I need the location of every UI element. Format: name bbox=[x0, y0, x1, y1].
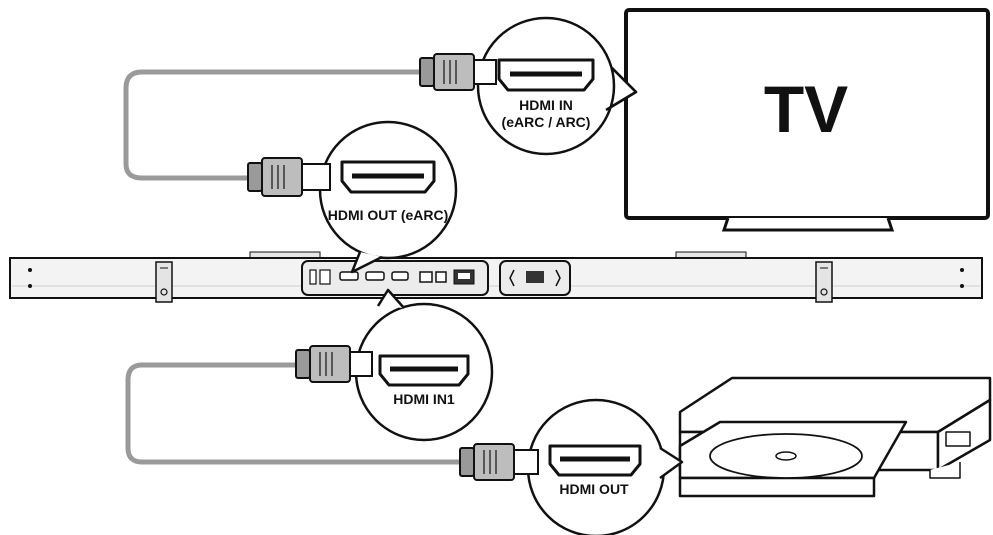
cable-soundbar-to-player bbox=[125, 362, 467, 465]
tv: TV bbox=[624, 8, 990, 232]
hdmi-plug-tv bbox=[419, 53, 497, 91]
hdmi-port-icon bbox=[340, 160, 436, 194]
player-display bbox=[945, 431, 971, 447]
soundbar-power-panel bbox=[499, 260, 571, 296]
hdmi-plug-player bbox=[459, 443, 539, 481]
callout-soundbar-hdmi-in1: HDMI IN1 bbox=[354, 288, 494, 442]
player-foot bbox=[929, 462, 961, 479]
callout-tv-hdmi-in: HDMI IN (eARC / ARC) bbox=[476, 16, 638, 156]
mount-bracket-left bbox=[155, 261, 173, 303]
cables bbox=[123, 69, 467, 465]
soundbar-screw-icon bbox=[960, 268, 964, 272]
mount-bracket-right bbox=[815, 261, 833, 303]
hdmi-port-icon bbox=[497, 58, 595, 92]
tv-hdmi-in-label: HDMI IN bbox=[519, 97, 573, 113]
cable-tv-to-soundbar bbox=[123, 69, 428, 181]
soundbar-hdmi-in1-label: HDMI IN1 bbox=[393, 391, 455, 407]
soundbar-screw-icon bbox=[28, 268, 32, 272]
soundbar-screw-icon bbox=[28, 284, 32, 288]
soundbar bbox=[9, 251, 983, 303]
player-hdmi-out-label: HDMI OUT bbox=[559, 481, 629, 497]
hdmi-plug-soundbar-out bbox=[247, 157, 331, 197]
hdmi-port-icon bbox=[548, 444, 642, 477]
disc-player bbox=[678, 376, 992, 498]
hdmi-port-icon bbox=[378, 354, 470, 387]
disc-hole-icon bbox=[775, 451, 797, 461]
soundbar-hdmi-out-label: HDMI OUT (eARC) bbox=[328, 207, 449, 223]
tv-stand bbox=[721, 217, 895, 232]
tv-hdmi-in-sublabel: (eARC / ARC) bbox=[502, 114, 591, 130]
callout-player-hdmi-out: HDMI OUT bbox=[526, 398, 684, 535]
soundbar-port-panel bbox=[301, 260, 489, 296]
callout-soundbar-hdmi-out: HDMI OUT (eARC) bbox=[318, 120, 458, 274]
hdmi-plug-soundbar-in1 bbox=[295, 345, 373, 383]
soundbar-screw-icon bbox=[960, 284, 964, 288]
tv-label: TV bbox=[764, 72, 848, 146]
